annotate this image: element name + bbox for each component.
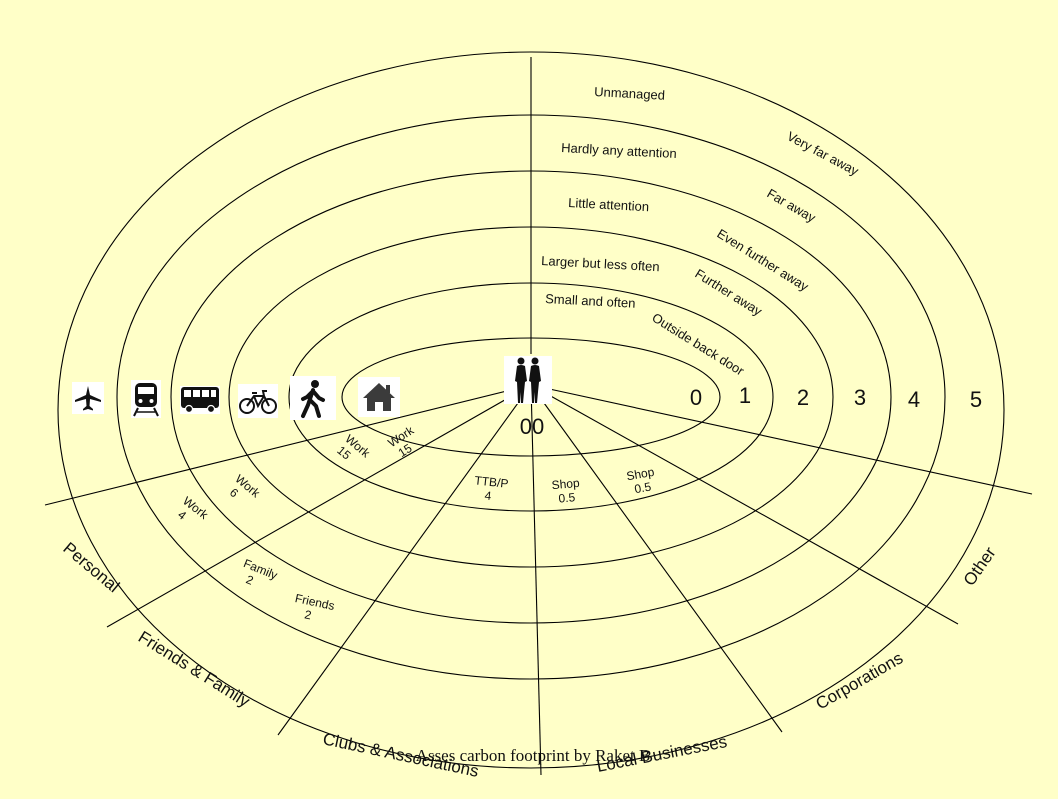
entry-value: 4 <box>484 488 492 503</box>
attention-label-unmanaged: Unmanaged <box>594 84 666 103</box>
attention-label-small: Small and often <box>545 291 636 311</box>
spoke-personal <box>44 384 532 506</box>
train-icon <box>131 380 161 418</box>
entry-ttbp-4: TTB/P 4 <box>474 473 509 503</box>
spoke-right <box>530 384 1033 495</box>
entry-value: 0.5 <box>633 479 652 496</box>
entry-value: 0.5 <box>558 490 576 505</box>
plane-icon <box>72 382 104 414</box>
home-icon <box>358 377 400 417</box>
ring-number-1: 1 <box>739 383 751 408</box>
couple-silhouette-icon <box>504 356 552 404</box>
ring-number-0: 0 <box>690 385 702 410</box>
bicycle-icon <box>238 384 278 418</box>
ring-number-2: 2 <box>797 385 809 410</box>
spoke-clubs <box>277 384 532 736</box>
bus-icon <box>180 386 220 414</box>
entry-shop-a: Shop 0.5 <box>551 476 580 506</box>
entry-label: TTB/P <box>474 473 509 490</box>
entry-shop-b: Shop 0.5 <box>625 465 655 497</box>
attention-label-larger: Larger but less often <box>541 253 660 274</box>
spoke-corporations <box>530 384 783 733</box>
travel-modes <box>72 376 400 420</box>
entry-label: Shop <box>625 465 655 484</box>
spoke-other <box>530 384 959 625</box>
walking-icon <box>290 376 336 420</box>
ring-number-4: 4 <box>908 387 920 412</box>
spoke-local <box>530 384 542 776</box>
entry-value: 2 <box>244 572 256 588</box>
spokes <box>44 57 1033 776</box>
spoke-friends-family <box>106 384 532 628</box>
ring-number-5: 5 <box>970 387 982 412</box>
entry-label: Shop <box>551 476 580 492</box>
footer-caption: Asses carbon footprint by Raket B <box>416 746 651 765</box>
center-label: 00 <box>520 414 544 439</box>
attention-label-hardly: Hardly any attention <box>561 140 677 161</box>
attention-label-little: Little attention <box>568 195 650 214</box>
ring-number-3: 3 <box>854 385 866 410</box>
entry-value: 2 <box>303 607 313 622</box>
ring-5 <box>57 51 1005 769</box>
